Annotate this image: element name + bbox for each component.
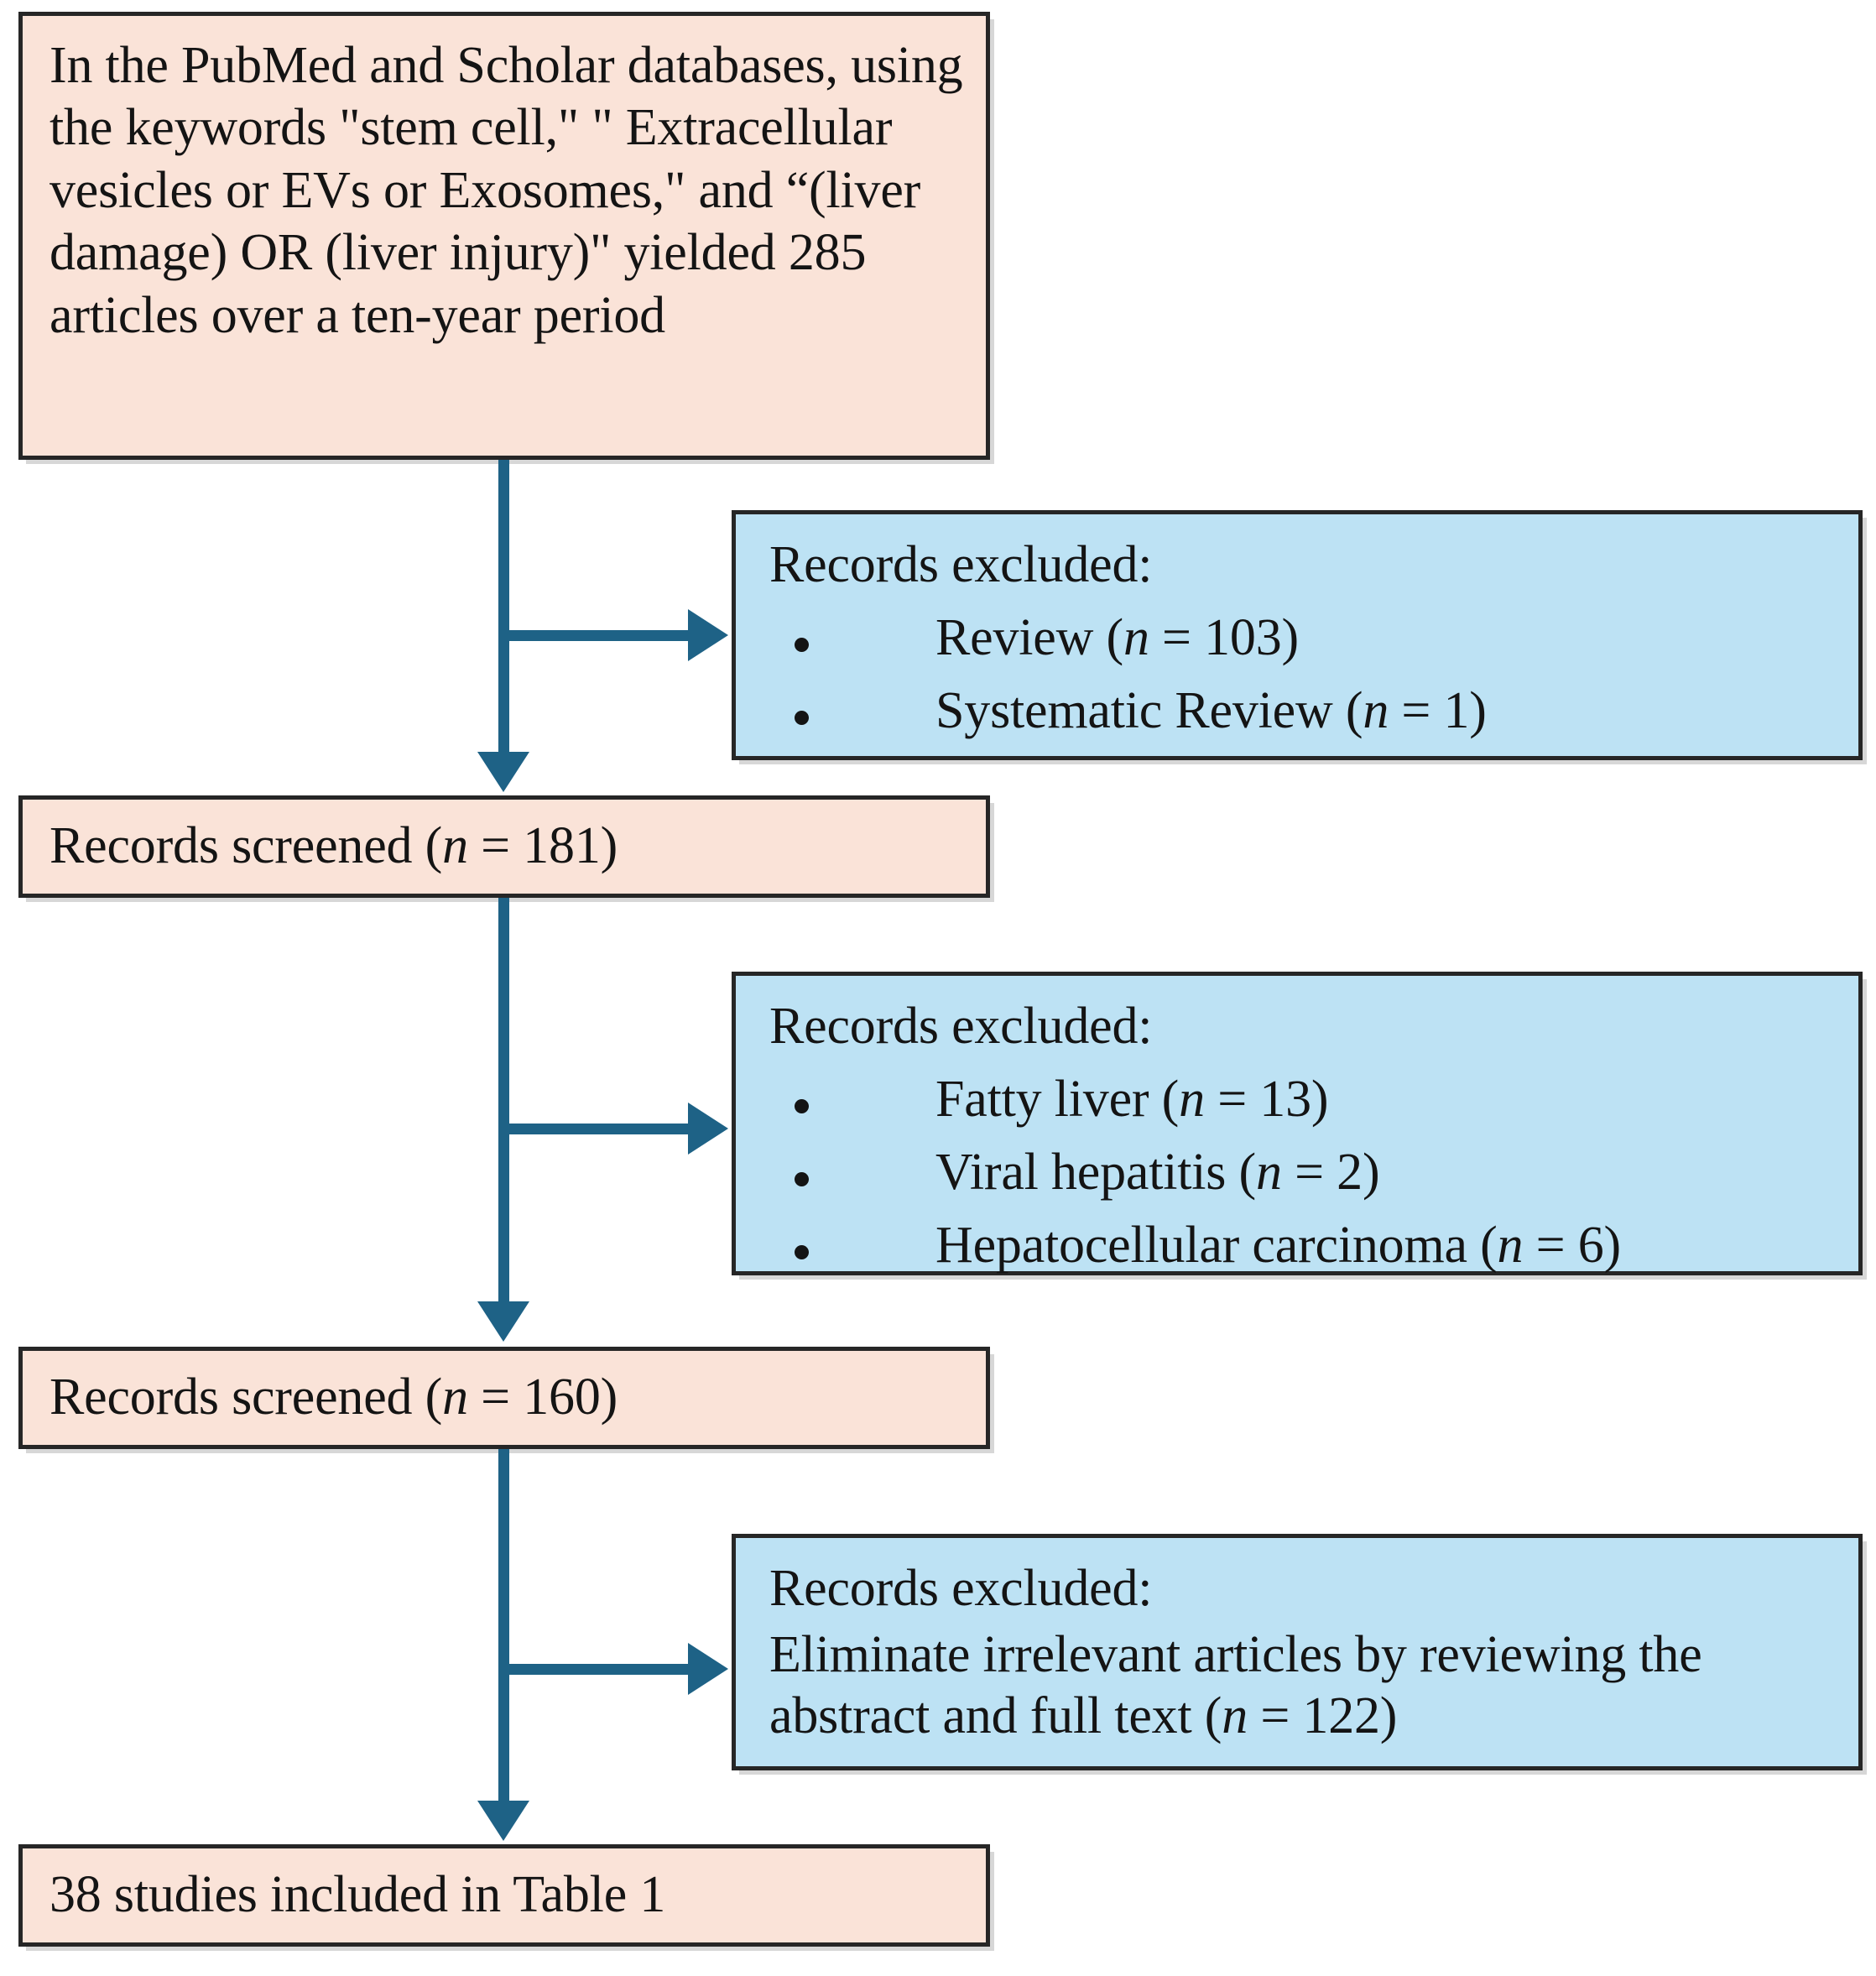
connector-trunk-2	[498, 898, 509, 1129]
records-excluded-list-2: Fatty liver (n = 13) Viral hepatitis (n …	[769, 1069, 1838, 1276]
records-excluded-title-3: Records excluded:	[769, 1560, 1153, 1617]
exclusion-reason-label: Systematic Review (	[935, 682, 1363, 740]
arrowhead-down-3	[477, 1801, 529, 1841]
exclusion-count: = 122)	[1248, 1687, 1398, 1745]
records-screened-box-2: Records screened (n = 160)	[18, 1347, 990, 1449]
exclusion-count: = 103)	[1149, 609, 1299, 667]
studies-included-text: 38 studies included in Table 1	[50, 1866, 666, 1924]
exclusion-count: = 13)	[1204, 1071, 1329, 1129]
exclusion-reason-label: Viral hepatitis (	[935, 1144, 1256, 1202]
records-screened-box-1: Records screened (n = 181)	[18, 795, 990, 898]
records-screened-count: = 160)	[467, 1369, 618, 1426]
records-screened-text-2: Records screened (n = 160)	[50, 1367, 618, 1428]
records-excluded-paragraph-3: Eliminate irrelevant articles by reviewi…	[769, 1624, 1838, 1747]
exclusion-count: = 1)	[1389, 682, 1487, 740]
arrowhead-down-2	[477, 1301, 529, 1342]
records-screened-label: Records screened (	[50, 817, 443, 875]
connector-trunk-1	[498, 460, 509, 640]
records-excluded-box-2: Records excluded: Fatty liver (n = 13) V…	[732, 972, 1863, 1275]
records-excluded-title-1: Records excluded:	[769, 536, 1153, 593]
connector-trunk-1b	[498, 630, 509, 754]
studies-included-box: 38 studies included in Table 1	[18, 1844, 990, 1947]
list-item: Fatty liver (n = 13)	[769, 1069, 1838, 1130]
arrowhead-right-3	[688, 1643, 728, 1695]
connector-branch-2	[498, 1124, 695, 1134]
arrowhead-right-2	[688, 1103, 728, 1155]
records-screened-text-1: Records screened (n = 181)	[50, 816, 618, 877]
records-excluded-list-1: Review (n = 103) Systematic Review (n = …	[769, 607, 1838, 742]
records-excluded-box-1: Records excluded: Review (n = 103) Syste…	[732, 510, 1863, 760]
list-item: Systematic Review (n = 1)	[769, 680, 1838, 742]
n-symbol: n	[1123, 609, 1149, 667]
n-symbol: n	[1179, 1071, 1205, 1129]
connector-trunk-3	[498, 1449, 509, 1669]
exclusion-count: = 2)	[1281, 1144, 1380, 1202]
list-item: Review (n = 103)	[769, 607, 1838, 669]
connector-branch-3	[498, 1664, 695, 1675]
n-symbol: n	[1255, 1144, 1282, 1202]
n-symbol: n	[1363, 682, 1389, 740]
records-screened-count: = 181)	[467, 817, 618, 875]
exclusion-reason-label: Review (	[935, 609, 1123, 667]
list-item: Viral hepatitis (n = 2)	[769, 1142, 1838, 1203]
records-excluded-box-3: Records excluded: Eliminate irrelevant a…	[732, 1534, 1863, 1770]
n-symbol: n	[442, 1369, 468, 1426]
exclusion-reason-label: Fatty liver (	[935, 1071, 1180, 1129]
connector-branch-1	[498, 630, 695, 641]
exclusion-count: = 6)	[1523, 1217, 1622, 1275]
search-strategy-box: In the PubMed and Scholar databases, usi…	[18, 12, 990, 460]
list-item: Hepatocellular carcinoma (n = 6)	[769, 1215, 1838, 1276]
n-symbol: n	[1497, 1217, 1524, 1275]
exclusion-reason-label: Hepatocellular carcinoma (	[935, 1217, 1498, 1275]
records-excluded-title-2: Records excluded:	[769, 998, 1153, 1055]
search-strategy-text: In the PubMed and Scholar databases, usi…	[50, 37, 963, 344]
arrowhead-right-1	[688, 609, 728, 661]
n-symbol: n	[1222, 1687, 1248, 1745]
n-symbol: n	[442, 817, 468, 875]
records-screened-label: Records screened (	[50, 1369, 443, 1426]
connector-trunk-2b	[498, 1124, 509, 1304]
exclusion-reason-label: Eliminate irrelevant articles by reviewi…	[769, 1626, 1702, 1745]
arrowhead-down-1	[477, 752, 529, 792]
connector-trunk-3b	[498, 1664, 509, 1803]
